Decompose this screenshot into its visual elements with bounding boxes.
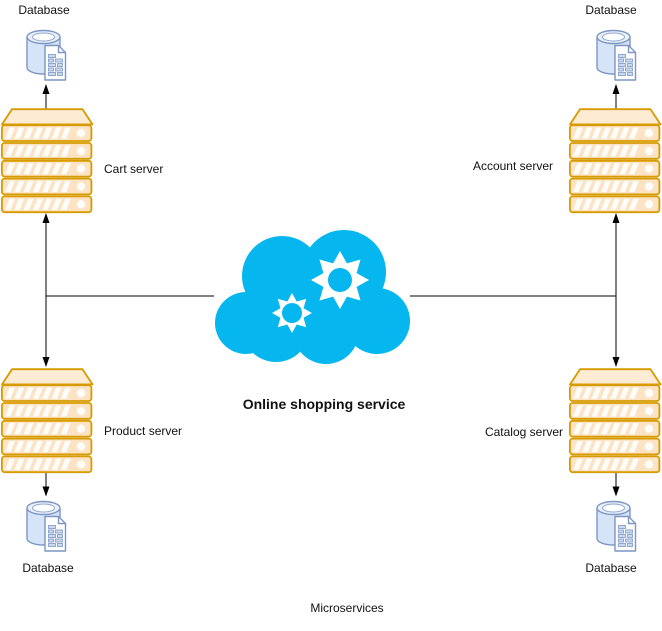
database-label-top-left: Database <box>18 3 70 17</box>
product-server-icon <box>2 369 93 472</box>
connectors <box>42 84 620 497</box>
cloud-label: Online shopping service <box>242 396 406 412</box>
cart-server-label: Cart server <box>104 162 164 176</box>
database-label-bottom-left: Database <box>22 561 74 575</box>
account-server-label: Account server <box>472 159 553 173</box>
database-icon-bottom-right <box>596 500 637 552</box>
catalog-server-label: Catalog server <box>484 425 563 439</box>
database-label-bottom-right: Database <box>585 561 637 575</box>
database-icon-top-right <box>596 29 637 81</box>
product-server-label: Product server <box>104 424 183 438</box>
database-icon-bottom-left <box>26 500 67 552</box>
cart-server-icon <box>2 109 93 212</box>
catalog-server-icon <box>570 369 661 472</box>
account-server-icon <box>570 109 661 212</box>
database-icon-top-left <box>26 29 67 81</box>
diagram-caption: Microservices <box>310 601 384 615</box>
cloud-gears-icon <box>213 228 412 366</box>
database-label-top-right: Database <box>585 3 637 17</box>
